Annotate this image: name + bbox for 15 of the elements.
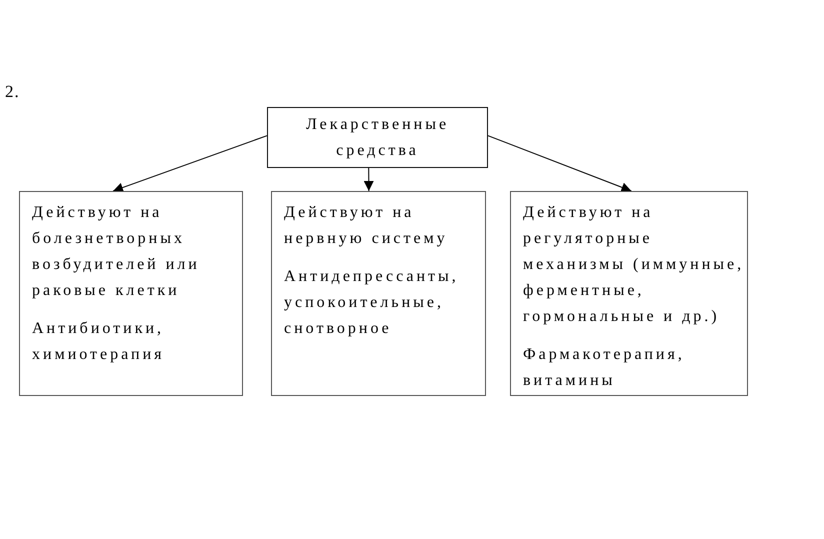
process-box bbox=[271, 191, 486, 396]
arrow bbox=[112, 135, 268, 192]
process-box bbox=[510, 191, 748, 396]
box-text: Антибиотики, химиотерапия bbox=[32, 319, 166, 365]
box-heading: Действуют на нервную систему bbox=[284, 203, 449, 249]
arrow bbox=[364, 168, 374, 192]
box-heading: Лекарственные средства bbox=[304, 114, 450, 160]
box-heading: Действуют на болезнетворных возбудителей или раковые клетки bbox=[32, 203, 201, 301]
box-heading: Действуют на регуляторные механизмы (иммунные, ферментные, гормональные и др.) bbox=[523, 203, 746, 327]
arrow bbox=[488, 135, 632, 192]
process-box bbox=[267, 107, 488, 168]
box-text: Фармакотерапия, витамины bbox=[523, 345, 686, 391]
item-number: 2. bbox=[5, 82, 20, 102]
box-text: Антидепрессанты, успокоительные, снотворное bbox=[284, 267, 460, 339]
process-box bbox=[19, 191, 243, 396]
